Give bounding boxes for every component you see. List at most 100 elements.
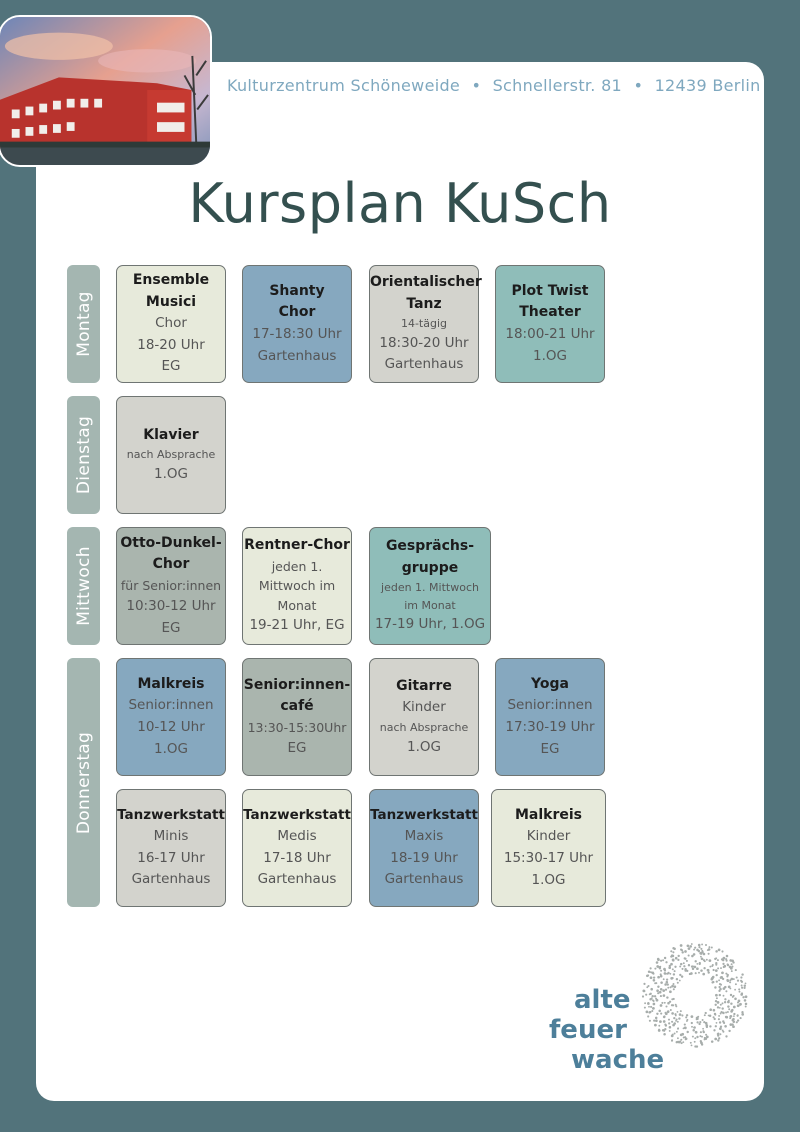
logo-dot — [717, 1032, 720, 1035]
logo-dot — [718, 1021, 722, 1024]
logo-dot — [720, 967, 722, 970]
logo-dot — [740, 993, 744, 996]
logo-dot — [713, 1029, 716, 1032]
logo-dot — [683, 1023, 686, 1026]
logo-dot — [659, 995, 662, 998]
logo-dot — [736, 1019, 740, 1022]
logo-dot — [694, 972, 697, 975]
logo-dot — [645, 974, 649, 978]
logo-dot — [722, 1011, 725, 1015]
logo-dot — [699, 1035, 702, 1038]
address-line: Kulturzentrum Schöneweide • Schnellerstr… — [227, 76, 761, 95]
course-tanzwerkstatt-maxis[interactable]: Tanzwerkstatt Maxis 18-19 Uhr Gartenhaus — [369, 789, 479, 907]
logo-dot — [715, 993, 718, 997]
course-malkreis-kinder[interactable]: Malkreis Kinder 15:30-17 Uhr 1.OG — [491, 789, 606, 907]
logo-dot — [726, 1011, 729, 1013]
logo-dot — [735, 976, 738, 979]
logo-dot — [676, 1020, 679, 1023]
logo-dot — [673, 970, 676, 973]
logo-dot — [665, 1005, 668, 1008]
logo-dot — [671, 958, 675, 962]
logo-dot — [649, 976, 653, 980]
logo-dot — [663, 972, 667, 975]
logo-dot — [705, 1033, 708, 1036]
logo-dot — [658, 1028, 661, 1031]
logo-dot — [659, 1020, 662, 1023]
logo-dot — [689, 945, 692, 948]
logo-dot — [648, 1005, 650, 1008]
logo-dot — [718, 989, 721, 993]
course-senior-cafe[interactable]: Senior:innen- café 13:30-15:30Uhr EG — [242, 658, 352, 776]
logo-dot — [732, 1025, 735, 1029]
venue-name: Kulturzentrum Schöneweide — [227, 76, 461, 95]
logo-dot — [670, 1034, 674, 1038]
logo-dot — [700, 1043, 703, 1046]
course-ensemble-musici[interactable]: Ensemble Musici Chor 18-20 Uhr EG — [116, 265, 226, 383]
logo-dot — [717, 1034, 720, 1037]
logo-dot — [716, 1001, 720, 1004]
course-otto-dunkel-chor[interactable]: Otto-Dunkel- Chor für Senior:innen 10:30… — [116, 527, 226, 645]
logo-dot — [671, 1012, 674, 1015]
logo-dot — [662, 1015, 666, 1019]
course-plot-twist-theater[interactable]: Plot Twist Theater 18:00-21 Uhr 1.OG — [495, 265, 605, 383]
logo-dot — [648, 1019, 651, 1022]
logo-dot — [645, 1010, 649, 1014]
logo-dot — [743, 999, 747, 1002]
logo-dot — [704, 1021, 708, 1025]
logo-dot — [715, 973, 718, 977]
separator-dot: • — [471, 76, 482, 95]
course-tanzwerkstatt-medis[interactable]: Tanzwerkstatt Medis 17-18 Uhr Gartenhaus — [242, 789, 352, 907]
logo-dot — [734, 988, 736, 991]
logo-dot — [645, 993, 648, 996]
logo-dot — [670, 1039, 674, 1042]
logo-dot — [683, 965, 686, 968]
logo-dot — [679, 965, 682, 968]
logo-dot — [681, 951, 684, 954]
logo-dot — [672, 988, 675, 991]
course-malkreis-senior[interactable]: Malkreis Senior:innen 10-12 Uhr 1.OG — [116, 658, 226, 776]
logo-dot — [658, 1009, 661, 1013]
logo-dot — [723, 1021, 726, 1025]
logo-dot — [733, 1012, 736, 1016]
logo-dot — [707, 952, 710, 955]
logo-dot — [668, 1000, 672, 1003]
logo-dot — [729, 959, 733, 962]
logo-dot — [729, 1017, 732, 1020]
course-orientalischer-tanz[interactable]: Orientalischer Tanz 14-tägig 18:30-20 Uh… — [369, 265, 482, 383]
page-title: Kursplan KuSch — [188, 172, 612, 235]
logo-dot — [665, 980, 669, 984]
course-gitarre[interactable]: Gitarre Kinder nach Absprache 1.OG — [369, 658, 479, 776]
logo-dot — [665, 978, 669, 981]
logo-dot — [722, 1030, 725, 1033]
building-photo — [0, 15, 212, 167]
course-rentner-chor[interactable]: Rentner-Chor jeden 1. Mittwoch im Monat … — [242, 527, 352, 645]
logo-dot — [734, 983, 737, 986]
course-tanzwerkstatt-minis[interactable]: Tanzwerkstatt Minis 16-17 Uhr Gartenhaus — [116, 789, 226, 907]
logo-dot — [721, 971, 724, 975]
logo-dot — [654, 1023, 657, 1027]
course-gespraechsgruppe[interactable]: Gesprächs- gruppe jeden 1. Mittwoch im M… — [369, 527, 491, 645]
logo-dot — [725, 954, 729, 958]
logo-dot — [672, 951, 675, 954]
logo-dot — [657, 975, 660, 979]
course-shanty-chor[interactable]: Shanty Chor 17-18:30 Uhr Gartenhaus — [242, 265, 352, 383]
logo-dot — [696, 1035, 699, 1039]
logo-dot — [643, 1006, 646, 1009]
logo-dot — [675, 1005, 678, 1008]
logo-dot — [702, 1030, 705, 1033]
logo-dot — [712, 968, 715, 972]
alte-feuerwache-logo-icon — [641, 943, 748, 1048]
course-klavier[interactable]: Klavier nach Absprache 1.OG — [116, 396, 226, 514]
logo-dot — [681, 967, 684, 970]
logo-dot — [672, 947, 675, 950]
logo-dot — [663, 1029, 666, 1032]
logo-dot — [714, 1025, 717, 1028]
logo-dot — [740, 984, 743, 987]
logo-dot — [675, 1018, 678, 1021]
logo-dot — [734, 969, 737, 972]
course-yoga[interactable]: Yoga Senior:innen 17:30-19 Uhr EG — [495, 658, 605, 776]
logo-dot — [668, 1029, 671, 1032]
logo-dot — [674, 956, 678, 960]
logo-dot — [658, 990, 662, 994]
logo-dot — [652, 972, 655, 975]
